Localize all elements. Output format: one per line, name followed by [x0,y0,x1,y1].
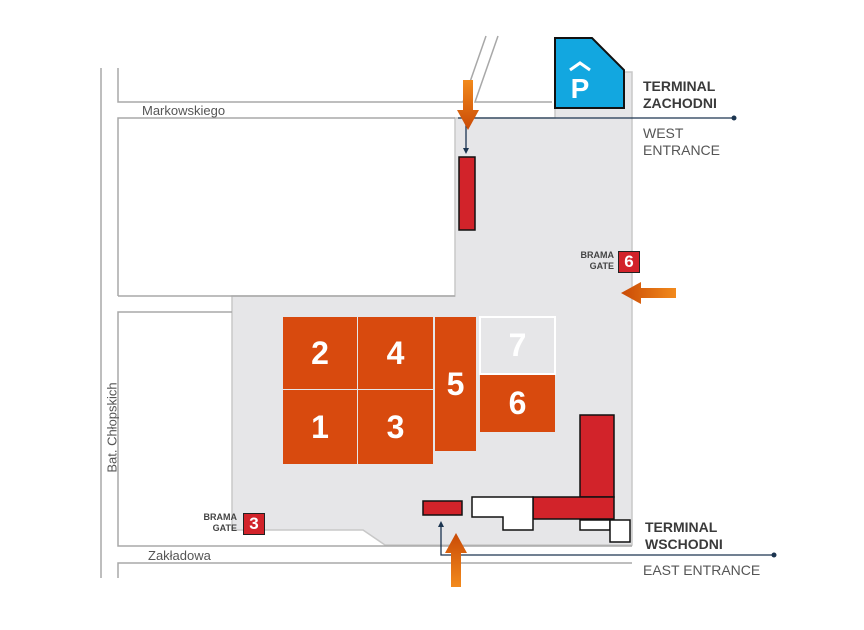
hall-6[interactable]: 6 [480,375,555,432]
exhibition-grounds [231,71,633,546]
hall-4[interactable]: 4 [358,317,433,389]
street-zakladowa: Zakładowa [148,548,211,563]
parking-building [554,37,625,109]
hall-1[interactable]: 1 [283,390,357,464]
building-east-tower [579,414,615,498]
street-markowskiego: Markowskiego [142,103,226,118]
building-east-wing [532,496,615,520]
svg-text:P: P [571,73,590,104]
arrow-north-icon [457,80,479,130]
connector-lines [440,117,774,556]
building-outline-3 [609,519,631,543]
building-outline-2 [579,519,611,531]
street-bat-chlopskich: Bat. Chłopskich [104,382,120,473]
terminal-east-entrance: EAST ENTRANCE [643,562,761,578]
building-south [422,500,463,516]
arrow-south-icon [445,533,467,587]
hall-2[interactable]: 2 [283,317,357,389]
hall-5[interactable]: 5 [435,317,476,451]
building-outline-1 [471,496,534,531]
gate-6-badge[interactable]: 6 [618,251,640,273]
street-lines [100,35,632,578]
arrow-east-icon [621,282,676,304]
gate-3-badge[interactable]: 3 [243,513,265,535]
hall-3[interactable]: 3 [358,390,433,464]
hall-7[interactable]: 7 [479,316,556,375]
building-west-terminal [458,156,476,231]
